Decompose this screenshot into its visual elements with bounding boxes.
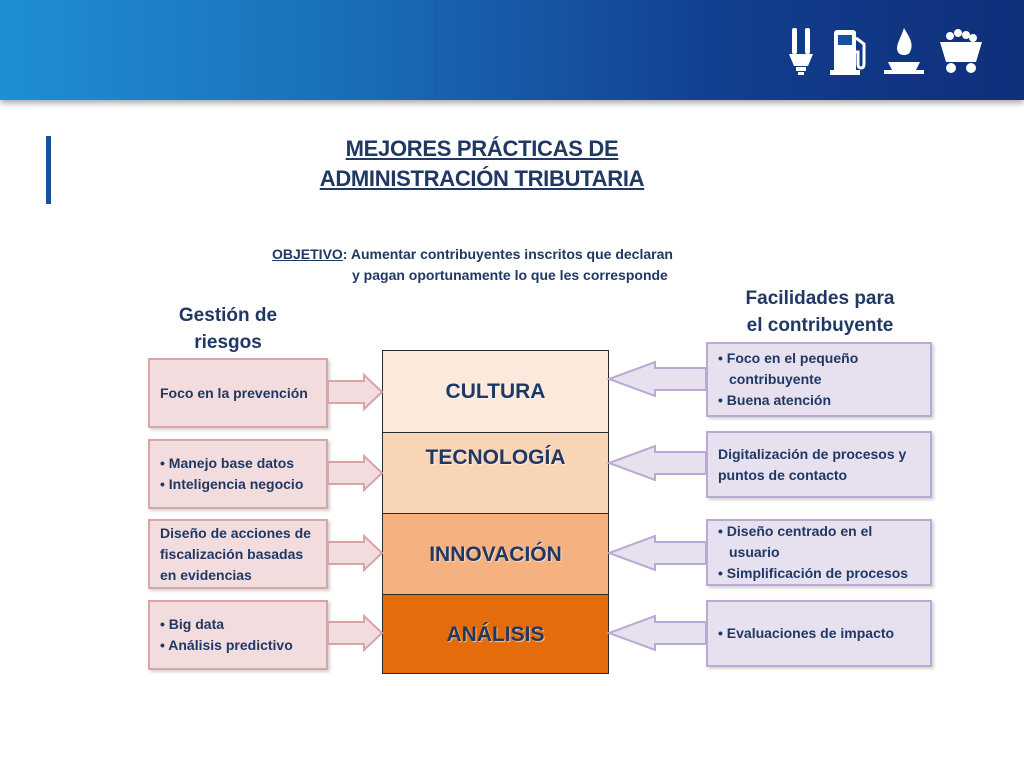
title-line-1: MEJORES PRÁCTICAS DE [345,136,619,161]
gas-flame-icon [884,28,924,74]
left-box-4-bullet-1: • Big data [160,616,225,632]
left-box-3-line-3: en evidencias [160,566,252,583]
left-box-4-bullet-2: • Análisis predictivo [160,637,293,653]
title-line-2: ADMINISTRACIÓN TRIBUTARIA [319,166,645,191]
right-arrow-4 [606,614,707,652]
mining-cart-icon [940,29,982,73]
right-arrow-1 [606,360,707,398]
left-box-data: • Manejo base datos • Inteligencia negoc… [148,439,328,509]
right-box-2-line-2: puntos de contacto [718,466,848,483]
left-box-2-bullet-1: • Manejo base datos [160,455,295,471]
right-box-user-design: • Diseño centrado en el usuario • Simpli… [706,519,932,586]
right-box-small-taxpayer: • Foco en el pequeño contribuyente • Bue… [706,342,932,417]
left-accent-bar [46,136,51,204]
left-header-line-1: Gestión de [178,305,278,326]
right-box-1-bullet-2: • Buena atención [718,392,832,408]
right-box-3-bullet-2: • Simplificación de procesos [718,565,909,581]
right-arrow-3 [606,534,707,572]
left-arrow-1 [327,372,384,412]
left-box-fiscalization: Diseño de acciones de fiscalización basa… [148,519,328,589]
objective-label: OBJETIVO [272,246,343,262]
right-box-2-line-1: Digitalización de procesos y [718,445,907,462]
right-arrow-2 [606,444,707,482]
left-box-big-data: • Big data • Análisis predictivo [148,600,328,670]
left-box-2-bullet-2: • Inteligencia negocio [160,476,304,492]
layer-innovacion: INNOVACIÓN [383,513,608,594]
right-header-line-1: Facilidades para [745,288,895,309]
left-header-line-2: riesgos [194,332,262,353]
right-box-3-bullet-1: • Diseño centrado en el usuario [718,523,873,560]
banner-icons [786,26,984,76]
left-arrow-2 [327,453,384,493]
layer-tecnologia: TECNOLOGÍA [383,432,608,513]
right-box-4-bullet-1: • Evaluaciones de impacto [718,625,895,641]
left-arrow-3 [327,533,384,573]
right-box-digitalization: Digitalización de procesos y puntos de c… [706,431,932,498]
right-header-line-2: el contribuyente [746,315,894,336]
layer-cultura: CULTURA [383,351,608,432]
right-box-impact: • Evaluaciones de impacto [706,600,932,667]
objective-line-1: OBJETIVO: Aumentar contribuyentes inscri… [230,244,730,265]
light-bulb-icon [789,28,813,75]
central-layer-stack: CULTURA TECNOLOGÍA INNOVACIÓN ANÁLISIS [382,350,609,674]
left-box-3-line-2: fiscalización basadas [160,545,304,562]
objective-text: OBJETIVO: Aumentar contribuyentes inscri… [230,244,730,286]
left-arrow-4 [327,613,384,653]
left-box-3-line-1: Diseño de acciones de [160,524,311,541]
header-banner [0,0,1024,100]
objective-line-2: y pagan oportunamente lo que les corresp… [352,267,668,283]
left-box-prevention: Foco en la prevención [148,358,328,428]
fuel-pump-icon [830,30,866,75]
left-box-1-text: Foco en la prevención [160,384,308,401]
page-title: MEJORES PRÁCTICAS DE ADMINISTRACIÓN TRIB… [232,134,732,194]
left-column-header: Gestión de riesgos [150,302,306,356]
right-column-header: Facilidades para el contribuyente [720,285,920,339]
objective-text-1: : Aumentar contribuyentes inscritos que … [342,246,673,262]
right-box-1-bullet-1: • Foco en el pequeño contribuyente [718,350,859,387]
layer-analisis: ANÁLISIS [383,594,608,673]
